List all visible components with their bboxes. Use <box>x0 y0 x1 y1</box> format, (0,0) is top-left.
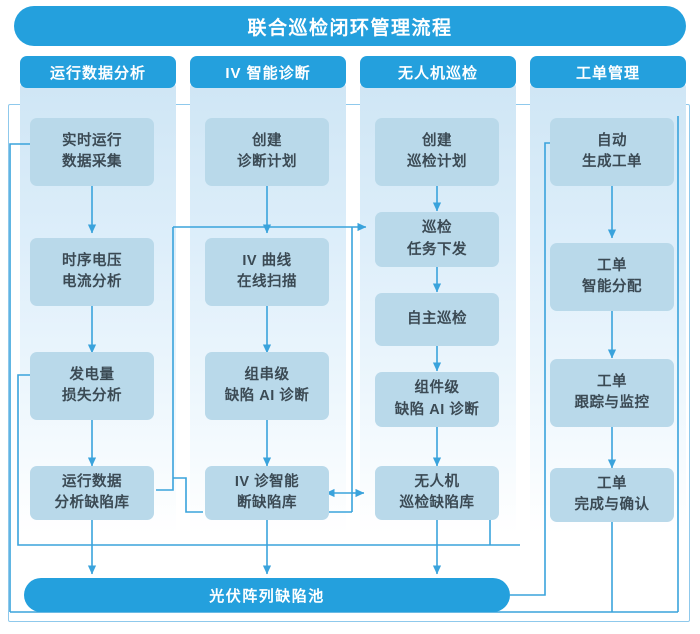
node-string-level-ai-diagnosis[interactable]: 组串级 缺陷 AI 诊断 <box>205 352 329 420</box>
node-work-order-complete-confirm[interactable]: 工单 完成与确认 <box>550 468 674 522</box>
node-line: 工单 <box>597 475 627 492</box>
node-line: 自主巡检 <box>407 310 467 327</box>
node-line: 实时运行 <box>62 132 122 149</box>
node-line: 在线扫描 <box>237 274 297 290</box>
page-title: 联合巡检闭环管理流程 <box>14 6 686 46</box>
node-iv-defect-library[interactable]: IV 诊智能 断缺陷库 <box>205 466 329 520</box>
node-line: 任务下发 <box>407 241 467 258</box>
node-line: 自动 <box>597 132 627 149</box>
node-line: 运行数据 <box>62 473 122 490</box>
node-line: 组串级 <box>244 366 290 383</box>
node-line: 巡检计划 <box>407 154 467 170</box>
node-generation-loss-analysis[interactable]: 发电量 损失分析 <box>30 352 154 420</box>
node-create-inspection-plan[interactable]: 创建 巡检计划 <box>375 118 499 186</box>
node-line: 组件级 <box>414 380 460 397</box>
node-line: 发电量 <box>69 366 115 383</box>
node-module-level-ai-diagnosis[interactable]: 组件级 缺陷 AI 诊断 <box>375 372 499 427</box>
node-uav-defect-library[interactable]: 无人机 巡检缺陷库 <box>375 466 499 520</box>
node-line: 跟踪与监控 <box>574 395 650 411</box>
node-operation-defect-library[interactable]: 运行数据 分析缺陷库 <box>30 466 154 520</box>
node-line: 生成工单 <box>582 154 642 170</box>
node-line: 创建 <box>252 132 282 149</box>
node-work-order-tracking[interactable]: 工单 跟踪与监控 <box>550 359 674 427</box>
column-header-operation-data-analysis[interactable]: 运行数据分析 <box>20 56 176 88</box>
node-voltage-current-analysis[interactable]: 时序电压 电流分析 <box>30 238 154 306</box>
node-realtime-collect[interactable]: 实时运行 数据采集 <box>30 118 154 186</box>
node-line: 工单 <box>597 373 627 390</box>
node-line: 时序电压 <box>62 252 122 269</box>
node-line: IV 诊智能 <box>234 473 300 490</box>
node-line: 创建 <box>422 132 452 149</box>
node-line: 缺陷 AI 诊断 <box>224 388 310 404</box>
column-header-iv-intelligent-diagnosis[interactable]: IV 智能诊断 <box>190 56 346 88</box>
node-autonomous-inspection[interactable]: 自主巡检 <box>375 293 499 346</box>
column-header-uav-inspection[interactable]: 无人机巡检 <box>360 56 516 88</box>
node-line: 工单 <box>597 257 627 274</box>
column-header-work-order-management[interactable]: 工单管理 <box>530 56 686 88</box>
node-inspection-task-dispatch[interactable]: 巡检 任务下发 <box>375 212 499 267</box>
node-auto-generate-work-order[interactable]: 自动 生成工单 <box>550 118 674 186</box>
node-line: 电流分析 <box>62 274 122 290</box>
node-line: 数据采集 <box>62 154 122 170</box>
node-line: 诊断计划 <box>237 154 297 170</box>
node-line: 无人机 <box>414 473 460 490</box>
node-line: IV 曲线 <box>242 252 292 269</box>
node-line: 损失分析 <box>62 388 122 404</box>
node-work-order-smart-assign[interactable]: 工单 智能分配 <box>550 243 674 311</box>
node-line: 智能分配 <box>582 279 642 295</box>
node-line: 巡检缺陷库 <box>399 495 475 511</box>
node-iv-curve-online-scan[interactable]: IV 曲线 在线扫描 <box>205 238 329 306</box>
node-pv-array-defect-pool[interactable]: 光伏阵列缺陷池 <box>24 578 510 612</box>
node-create-diagnosis-plan[interactable]: 创建 诊断计划 <box>205 118 329 186</box>
node-line: 完成与确认 <box>574 497 650 513</box>
node-line: 断缺陷库 <box>237 495 297 511</box>
node-line: 缺陷 AI 诊断 <box>394 401 480 418</box>
node-line: 分析缺陷库 <box>54 495 130 511</box>
node-line: 巡检 <box>422 220 452 237</box>
